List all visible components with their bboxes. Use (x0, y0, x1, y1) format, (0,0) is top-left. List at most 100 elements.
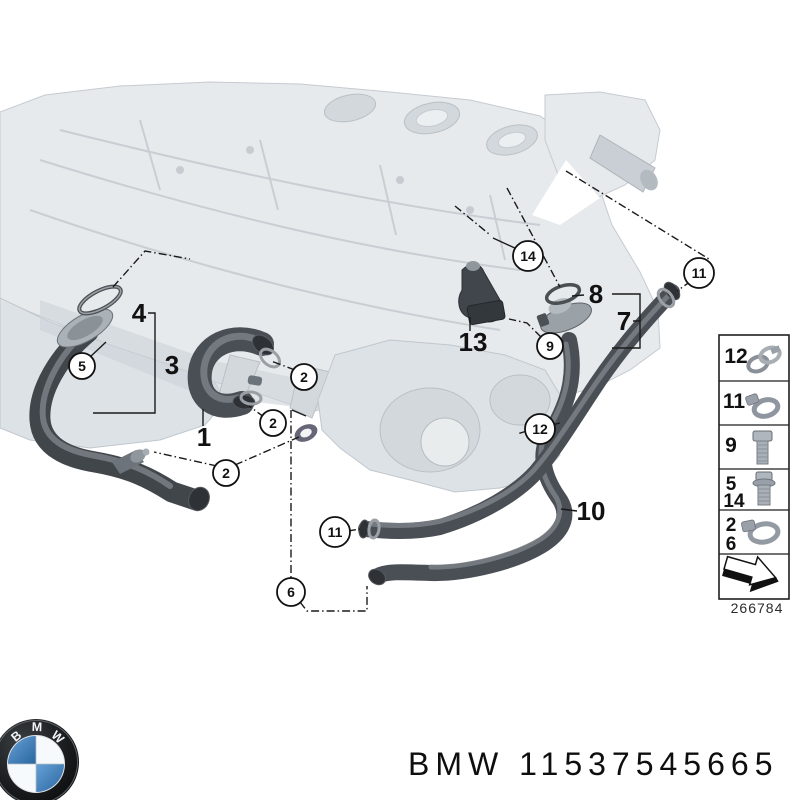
leader-2c (153, 451, 218, 467)
callout-circles: 5 2 2 2 11 11 14 9 12 6 (68, 240, 715, 607)
leader-14-mount (454, 205, 490, 235)
hose12-highlight (368, 292, 672, 529)
pipe3-flange-inner (67, 315, 103, 341)
leader-8 (571, 294, 585, 297)
legend-row-9-label: 9 (725, 434, 737, 457)
svg-text:12: 12 (532, 421, 548, 437)
svg-text:2: 2 (222, 465, 230, 481)
bracket-stub-end (640, 169, 658, 191)
intake-port-inner (497, 131, 527, 149)
logo-letter-m: M (32, 720, 43, 734)
elbow1-nipple (247, 375, 263, 386)
hose10-body (370, 332, 580, 584)
elbow1-clamp-top (258, 347, 282, 369)
hose-assembly-right (358, 281, 681, 586)
bolt-hole (466, 206, 474, 214)
number-labels: 1 3 4 7 8 10 13 (132, 279, 631, 526)
engine-rib (139, 119, 506, 261)
legend-row-2-label: 2 (726, 515, 737, 536)
engine-block-illustration (0, 81, 661, 493)
flange-bolt-icon (752, 471, 776, 506)
intake-port-inner (415, 108, 449, 128)
label-10: 10 (577, 496, 606, 526)
elbow1-clamp-bottom (239, 390, 263, 406)
hose12-left-clamp (367, 518, 381, 540)
o-ring-4-inner (78, 285, 122, 315)
legend-row-14-label: 14 (723, 491, 745, 512)
callout-2c: 2 (212, 459, 240, 487)
spring-clamp-icon (746, 345, 782, 374)
o-rings (77, 283, 582, 316)
label-4: 4 (132, 298, 147, 328)
leader-lines (89, 170, 711, 612)
roundel-quadrant-tl (8, 736, 36, 764)
leader-6-hose (299, 586, 368, 612)
callout-9: 9 (536, 332, 564, 360)
leader-14 (492, 237, 518, 250)
callout-2b: 2 (259, 409, 287, 437)
leader-10 (560, 508, 578, 512)
callout-5: 5 (68, 352, 96, 380)
legend-border (718, 334, 790, 600)
leader-2a (270, 360, 296, 371)
leader-8-mount (506, 187, 561, 288)
svg-text:6: 6 (287, 584, 295, 600)
svg-text:14: 14 (520, 248, 536, 264)
hose10-end-opening (368, 568, 386, 586)
leader-6-tick (291, 409, 307, 417)
legend-row-12-label: 12 (724, 345, 747, 368)
leader-2b (248, 405, 265, 418)
elbow-hose-1 (187, 327, 282, 418)
roundel-cross-lines (8, 736, 64, 792)
bolt-hole (396, 176, 404, 184)
pipe7-bolt-notch (536, 313, 550, 327)
bracket-3-4 (93, 312, 156, 414)
hose-clamp-icon (741, 519, 781, 545)
legend-row-5-label: 5 (726, 474, 737, 495)
svg-text:11: 11 (692, 265, 707, 281)
svg-text:2: 2 (300, 369, 308, 385)
label-1: 1 (197, 422, 211, 452)
thermostat-boss (489, 374, 551, 426)
leader-2c-right (234, 436, 300, 466)
pipe3-branch-tip (142, 448, 150, 456)
bracket-7 (612, 293, 641, 349)
label-13: 13 (459, 327, 488, 357)
engine-rib (29, 209, 501, 331)
pump-inlet-hole (300, 428, 312, 438)
pump-inner-boss (420, 417, 470, 467)
worm-clamp-icon (745, 393, 781, 419)
diagram-code: 266784 (731, 600, 784, 616)
callout-6: 6 (276, 577, 306, 607)
hose12-top-opening (663, 281, 681, 301)
direction-arrow-icon (722, 555, 779, 593)
o-ring-8 (544, 283, 582, 305)
svg-text:2: 2 (269, 415, 277, 431)
leader-5 (89, 341, 107, 358)
leader-oring4 (112, 250, 191, 288)
part-number-text: BMW 11537545665 (408, 746, 778, 782)
leader-9 (508, 318, 542, 338)
label-3: 3 (165, 350, 179, 380)
pipe3-highlight (39, 331, 173, 489)
roundel-quadrant-tr (36, 736, 64, 764)
roundel-quadrant-br (36, 764, 64, 792)
legend-row-6-label: 6 (726, 534, 737, 555)
bmw-logo: B M W (0, 719, 79, 800)
svg-text:5: 5 (78, 358, 86, 374)
engine-rib (39, 159, 521, 271)
sensor-connector (466, 299, 506, 325)
roundel-quadrant-bl (8, 764, 36, 792)
callout-12: 12 (524, 413, 556, 445)
coolant-pipe-3 (29, 308, 210, 512)
bolt-hole (246, 146, 254, 154)
callout-11-bottom: 11 (319, 516, 351, 548)
callout-2a: 2 (290, 363, 318, 391)
temperature-sensor-part (458, 261, 506, 325)
label-7: 7 (617, 306, 631, 336)
legend-row-11-label: 11 (723, 390, 746, 413)
label-8: 8 (589, 279, 603, 309)
engine-rib (59, 129, 541, 226)
